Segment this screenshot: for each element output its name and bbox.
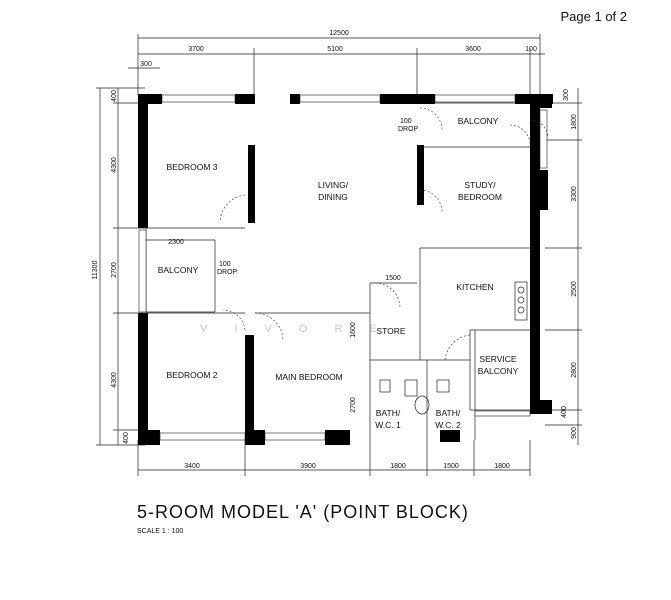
interior-partitions (145, 100, 540, 440)
room-service-line1: SERVICE (479, 354, 516, 364)
room-store: STORE (376, 326, 405, 336)
dim-store-width: 1500 (385, 275, 401, 282)
dim-top-3: 3600 (465, 46, 481, 53)
dim-top-2: 5100 (327, 46, 343, 53)
room-service-line2: BALCONY (478, 366, 519, 376)
dim-left-1: 400 (111, 90, 118, 102)
room-bedroom-3: BEDROOM 3 (166, 162, 217, 172)
dim-bottom-3: 1800 (390, 463, 406, 470)
room-balcony-left: BALCONY (158, 265, 199, 275)
dim-left-3: 2700 (111, 262, 118, 278)
dim-right-4: 2500 (571, 281, 578, 297)
door-swings (219, 107, 549, 361)
room-bedroom-2: BEDROOM 2 (166, 370, 217, 380)
room-bath1-line2: W.C. 1 (375, 420, 401, 430)
room-study-line2: BEDROOM (458, 192, 502, 202)
dim-bath-height: 2700 (350, 397, 357, 413)
dim-right-5: 2800 (571, 362, 578, 378)
structural-walls (138, 94, 553, 445)
drop-label-b-line1: 100 (219, 261, 231, 268)
dim-top-1: 3700 (188, 46, 204, 53)
room-living-line2: DINING (318, 192, 348, 202)
room-study-line1: STUDY/ (464, 180, 496, 190)
dim-right-6: 400 (561, 406, 568, 418)
drop-label-a-line1: 100 (400, 118, 412, 125)
dim-right-2: 1800 (571, 114, 578, 130)
dim-store-height: 1600 (350, 322, 357, 338)
room-main-bedroom: MAIN BEDROOM (275, 372, 343, 382)
dim-bottom-5: 1800 (494, 463, 510, 470)
dim-left-2: 4300 (111, 157, 118, 173)
dim-overall-depth: 11300 (92, 260, 99, 279)
room-living-line1: LIVING/ (318, 180, 349, 190)
room-kitchen: KITCHEN (456, 282, 493, 292)
drop-label-b-line2: DROP (217, 269, 238, 276)
dim-top-4: 100 (525, 46, 537, 53)
dim-balcony-width: 2300 (168, 239, 184, 246)
dim-bottom-1: 3400 (184, 463, 200, 470)
dim-right-1: 300 (563, 89, 570, 101)
fixtures (379, 281, 528, 415)
room-balcony-top: BALCONY (458, 116, 499, 126)
room-labels: BEDROOM 3 LIVING/ DINING BALCONY STUDY/ … (158, 116, 519, 430)
room-bath1-line1: BATH/ (376, 408, 401, 418)
drop-label-a-line2: DROP (398, 126, 419, 133)
dim-right-7: 900 (571, 427, 578, 439)
windows (138, 94, 548, 441)
watermark-text: V I V O R E (200, 323, 389, 335)
room-bath2-line2: W.C. 2 (435, 420, 461, 430)
dim-right-3: 3300 (571, 186, 578, 202)
room-bath2-line1: BATH/ (436, 408, 461, 418)
dim-left-5: 400 (123, 432, 130, 444)
dim-top-small: 300 (140, 61, 152, 68)
dimension-labels: 12500 3700 5100 3600 100 300 11300 400 4… (92, 30, 578, 470)
dim-overall-width: 12500 (329, 30, 349, 37)
plan-scale: SCALE 1 : 100 (137, 528, 183, 535)
page-number-label: Page 1 of 2 (560, 9, 628, 24)
plan-title: 5-ROOM MODEL 'A' (POINT BLOCK) (137, 502, 469, 522)
dim-left-4: 4300 (111, 372, 118, 388)
dim-bottom-2: 3900 (300, 463, 316, 470)
dim-bottom-4: 1500 (443, 463, 459, 470)
